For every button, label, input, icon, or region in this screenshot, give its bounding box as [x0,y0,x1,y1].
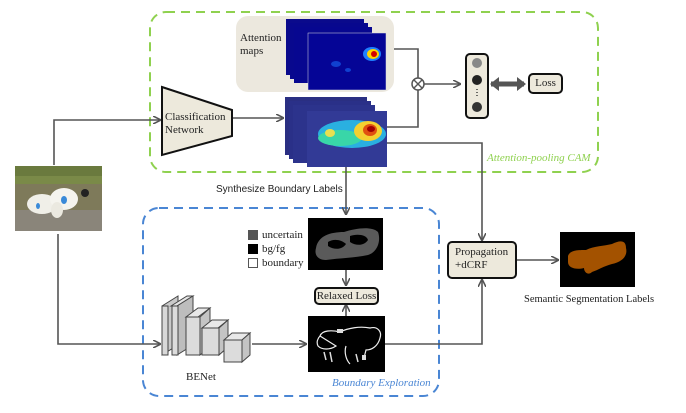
arrow-input-to-classification [53,120,160,165]
propagation-dcrf-box: Propagation +dCRF [447,241,517,279]
legend-swatch-boundary [248,258,258,268]
relaxed-loss-label: Relaxed Loss [316,290,377,302]
attention-pooling-region [149,11,599,173]
multiply-operator-icon [411,77,425,91]
line-cam-to-multiply [386,90,419,128]
attention-pooling-region-title: Attention-pooling CAM [487,152,591,164]
legend-item-bgfg: bg/fg [248,242,304,256]
propagation-label-line2: +dCRF [455,259,488,271]
attention-map-stack [286,19,387,91]
attention-maps-label-line2: maps [240,45,264,57]
classification-label-line2: Network [165,124,204,136]
segmentation-output-map [560,232,635,287]
classification-label-line1: Classification [165,111,226,123]
legend-item-boundary: boundary [248,256,304,270]
relaxed-loss-box: Relaxed Loss [314,287,379,305]
benet-label: BENet [186,371,216,383]
legend-label-uncertain: uncertain [262,228,303,241]
input-image [15,166,102,231]
classification-network-shape [161,85,233,157]
line-attention-to-multiply [393,48,419,78]
legend: uncertain bg/fg boundary [248,228,304,270]
arrow-boundary-to-propagation [384,280,482,345]
loss-label: Loss [535,77,556,89]
legend-label-boundary: boundary [262,256,304,269]
classification-network-label: Classification Network [165,111,226,137]
semantic-segmentation-labels-text: Semantic Segmentation Labels [524,294,655,305]
legend-label-bgfg: bg/fg [262,242,286,255]
legend-item-uncertain: uncertain [248,228,304,242]
pooled-vector [465,53,489,119]
attention-maps-label: Attention maps [240,32,282,58]
loss-box: Loss [528,73,563,94]
legend-swatch-uncertain [248,230,258,240]
legend-swatch-bgfg [248,244,258,254]
cam-stack [285,97,387,167]
boundary-label-map [308,218,383,270]
boundary-exploration-region [142,207,440,397]
propagation-label-line1: Propagation [455,246,509,258]
benet-network-shape [161,295,252,364]
attention-maps-label-line1: Attention [240,32,282,44]
arrow-input-to-benet [57,234,160,344]
boundary-map [308,316,385,372]
boundary-exploration-region-title: Boundary Exploration [332,377,431,389]
synthesize-boundary-labels-text: Synthesize Boundary Labels [216,184,343,195]
arrow-cam-to-propagation [386,142,482,240]
